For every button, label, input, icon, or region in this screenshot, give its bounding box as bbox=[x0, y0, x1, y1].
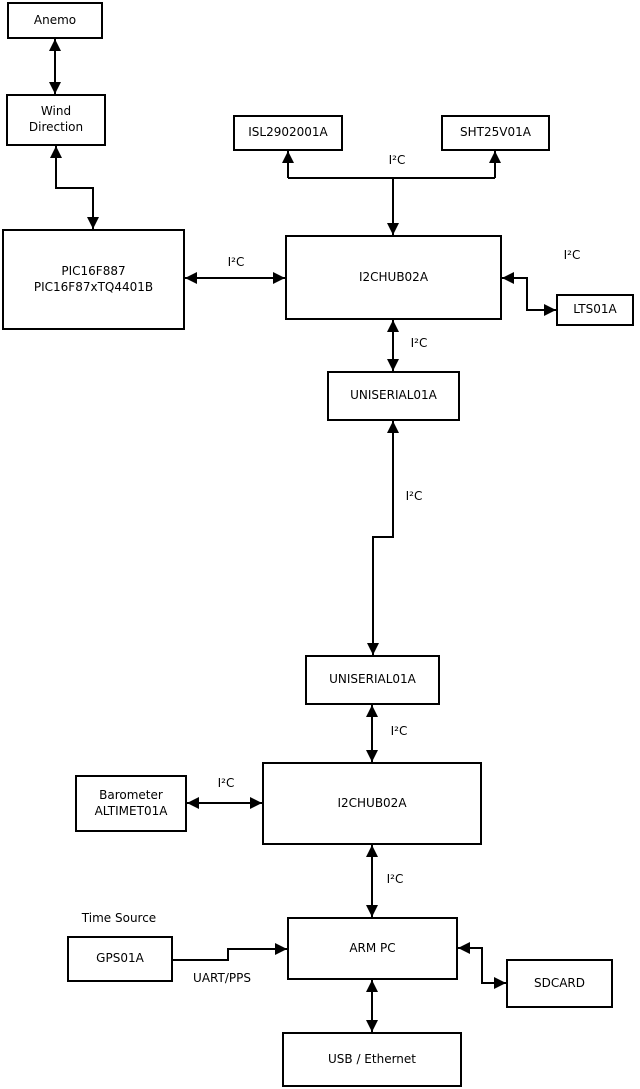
node-barometer-label-2: ALTIMET01A bbox=[94, 803, 168, 818]
node-usb-ethernet-label: USB / Ethernet bbox=[328, 1051, 416, 1066]
node-lts01a: LTS01A bbox=[556, 294, 634, 326]
node-sht25v01a: SHT25V01A bbox=[441, 115, 550, 151]
node-lts01a-label: LTS01A bbox=[573, 302, 617, 317]
node-usb-ethernet: USB / Ethernet bbox=[282, 1032, 462, 1087]
node-i2chub02a-upper-label: I2CHUB02A bbox=[358, 269, 429, 284]
node-wind-direction-label-1: Wind bbox=[40, 104, 72, 119]
node-wind-direction-label-2: Direction bbox=[28, 120, 84, 134]
label-i2c-pic-hub1: I²C bbox=[227, 255, 245, 269]
edge-armpc-sdcard bbox=[458, 942, 506, 989]
node-i2chub02a-upper: I2CHUB02A bbox=[285, 235, 502, 320]
label-i2c-hub1-lts: I²C bbox=[563, 248, 581, 262]
node-uniserial01a-lower-label: UNISERIAL01A bbox=[329, 672, 416, 687]
node-gps01a-label: GPS01A bbox=[96, 951, 144, 966]
node-arm-pc: ARM PC bbox=[287, 917, 458, 980]
node-sdcard-label: SDCARD bbox=[533, 975, 586, 990]
node-sdcard: SDCARD bbox=[506, 959, 613, 1008]
edge-gps-armpc bbox=[173, 943, 287, 961]
label-time-source: Time Source bbox=[81, 911, 157, 925]
node-uniserial01a-lower: UNISERIAL01A bbox=[305, 655, 440, 705]
label-i2c-isl-sht: I²C bbox=[388, 153, 406, 167]
node-sht25v01a-label: SHT25V01A bbox=[460, 125, 531, 140]
label-i2c-uniserial2-hub2: I²C bbox=[390, 724, 408, 738]
node-wind-direction: Wind Direction bbox=[6, 94, 106, 146]
node-pic16f887: PIC16F887 PIC16F87xTQ4401B bbox=[2, 229, 185, 330]
node-uniserial01a-upper: UNISERIAL01A bbox=[327, 371, 460, 421]
edge-hub1-lts bbox=[502, 272, 556, 316]
label-uart-pps: UART/PPS bbox=[193, 971, 251, 985]
node-isl2902001a-label: ISL2902001A bbox=[248, 125, 328, 140]
node-isl2902001a: ISL2902001A bbox=[233, 115, 343, 151]
node-gps01a: GPS01A bbox=[67, 936, 173, 982]
edge-wind-pic bbox=[50, 146, 99, 229]
node-i2chub02a-lower-label: I2CHUB02A bbox=[337, 795, 407, 810]
label-i2c-barometer-hub2: I²C bbox=[217, 776, 235, 790]
label-i2c-long-link: I²C bbox=[405, 489, 423, 503]
label-i2c-hub2-armpc: I²C bbox=[386, 872, 404, 886]
node-barometer: Barometer ALTIMET01A bbox=[75, 775, 187, 832]
node-barometer-label-1: Barometer bbox=[99, 787, 163, 802]
node-pic16f887-label-1: PIC16F887 bbox=[61, 263, 126, 278]
node-pic16f887-label-2: PIC16F87xTQ4401B bbox=[33, 279, 154, 294]
node-anemo-label: Anemo bbox=[33, 12, 77, 27]
node-arm-pc-label: ARM PC bbox=[349, 940, 396, 955]
node-i2chub02a-lower: I2CHUB02A bbox=[262, 762, 482, 845]
node-anemo: Anemo bbox=[7, 2, 103, 39]
node-uniserial01a-upper-label: UNISERIAL01A bbox=[350, 388, 437, 403]
label-i2c-hub1-uniserial1: I²C bbox=[410, 336, 428, 350]
edge-uniserial1-uniserial2 bbox=[367, 421, 399, 655]
